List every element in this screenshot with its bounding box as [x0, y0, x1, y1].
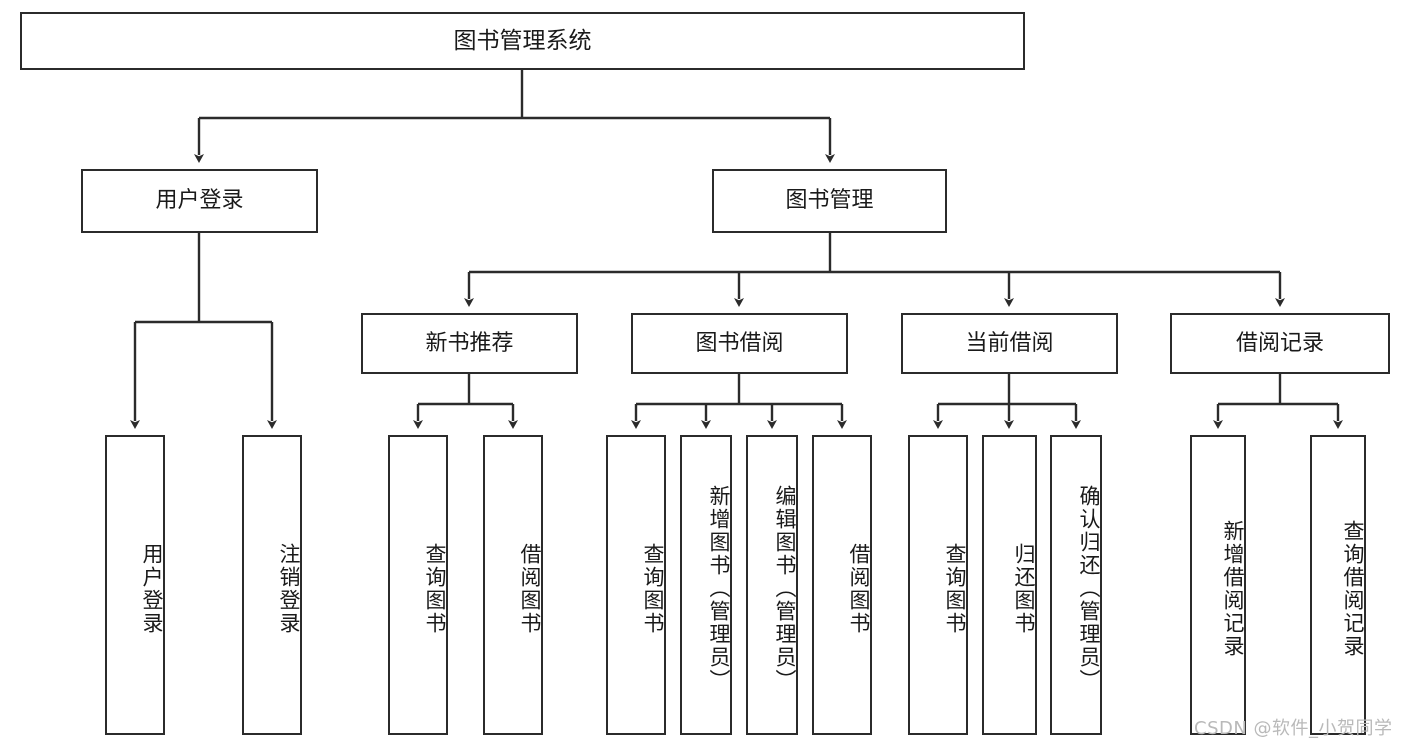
node-leaf-return-book-label: 归还图书 [1012, 543, 1036, 635]
node-leaf-add-book[interactable]: 新增图书（管理员） [680, 435, 732, 735]
node-leaf-add-borrow-record-label: 新增借阅记录 [1221, 520, 1245, 658]
node-borrow-record[interactable]: 借阅记录 [1170, 313, 1390, 374]
node-leaf-query-book-3-label: 查询图书 [943, 543, 967, 635]
node-leaf-return-book[interactable]: 归还图书 [982, 435, 1037, 735]
node-leaf-borrow-book-1[interactable]: 借阅图书 [483, 435, 543, 735]
node-current-borrow-label: 当前借阅 [965, 330, 1054, 356]
node-leaf-query-book-1[interactable]: 查询图书 [388, 435, 448, 735]
node-borrow-record-label: 借阅记录 [1235, 330, 1324, 356]
edge-currentborrow-to-leaves [933, 374, 1081, 429]
edge-borrowrecord-to-leaves [1213, 374, 1343, 429]
node-book-manage-label: 图书管理 [785, 188, 874, 214]
node-leaf-user-logout-label: 注销登录 [277, 543, 301, 635]
node-current-borrow[interactable]: 当前借阅 [901, 313, 1118, 374]
edge-root-to-level2 [194, 70, 835, 163]
node-book-borrow-label: 图书借阅 [695, 330, 784, 356]
csdn-watermark: CSDN @软件_小贺同学 [1194, 718, 1393, 739]
node-new-book-recommend-label: 新书推荐 [425, 330, 514, 356]
node-leaf-user-login-label: 用户登录 [140, 543, 164, 635]
node-leaf-query-book-2-label: 查询图书 [641, 543, 665, 635]
node-root-label: 图书管理系统 [453, 27, 592, 54]
node-leaf-query-borrow-record[interactable]: 查询借阅记录 [1310, 435, 1366, 735]
edge-newbook-to-leaves [413, 374, 518, 429]
node-leaf-confirm-return-label: 确认归还（管理员） [1077, 484, 1101, 692]
node-leaf-add-book-label: 新增图书（管理员） [707, 484, 731, 692]
node-user-login-label: 用户登录 [155, 188, 244, 214]
node-leaf-edit-book[interactable]: 编辑图书（管理员） [746, 435, 798, 735]
node-leaf-query-book-2[interactable]: 查询图书 [606, 435, 666, 735]
node-leaf-query-book-1-label: 查询图书 [423, 543, 447, 635]
node-leaf-borrow-book-2[interactable]: 借阅图书 [812, 435, 872, 735]
node-new-book-recommend[interactable]: 新书推荐 [361, 313, 578, 374]
node-book-borrow[interactable]: 图书借阅 [631, 313, 848, 374]
edge-bookborrow-to-leaves [631, 374, 847, 429]
node-leaf-add-borrow-record[interactable]: 新增借阅记录 [1190, 435, 1246, 735]
node-leaf-confirm-return[interactable]: 确认归还（管理员） [1050, 435, 1102, 735]
node-user-login[interactable]: 用户登录 [81, 169, 318, 233]
node-leaf-borrow-book-2-label: 借阅图书 [847, 543, 871, 635]
node-leaf-user-login[interactable]: 用户登录 [105, 435, 165, 735]
node-leaf-query-borrow-record-label: 查询借阅记录 [1341, 520, 1365, 658]
node-leaf-borrow-book-1-label: 借阅图书 [518, 543, 542, 635]
edge-userlogin-to-leaves [130, 233, 277, 429]
node-book-manage[interactable]: 图书管理 [712, 169, 947, 233]
node-leaf-edit-book-label: 编辑图书（管理员） [773, 484, 797, 692]
node-root[interactable]: 图书管理系统 [20, 12, 1025, 70]
edge-bookmanage-to-level3 [464, 233, 1285, 307]
node-leaf-query-book-3[interactable]: 查询图书 [908, 435, 968, 735]
node-leaf-user-logout[interactable]: 注销登录 [242, 435, 302, 735]
